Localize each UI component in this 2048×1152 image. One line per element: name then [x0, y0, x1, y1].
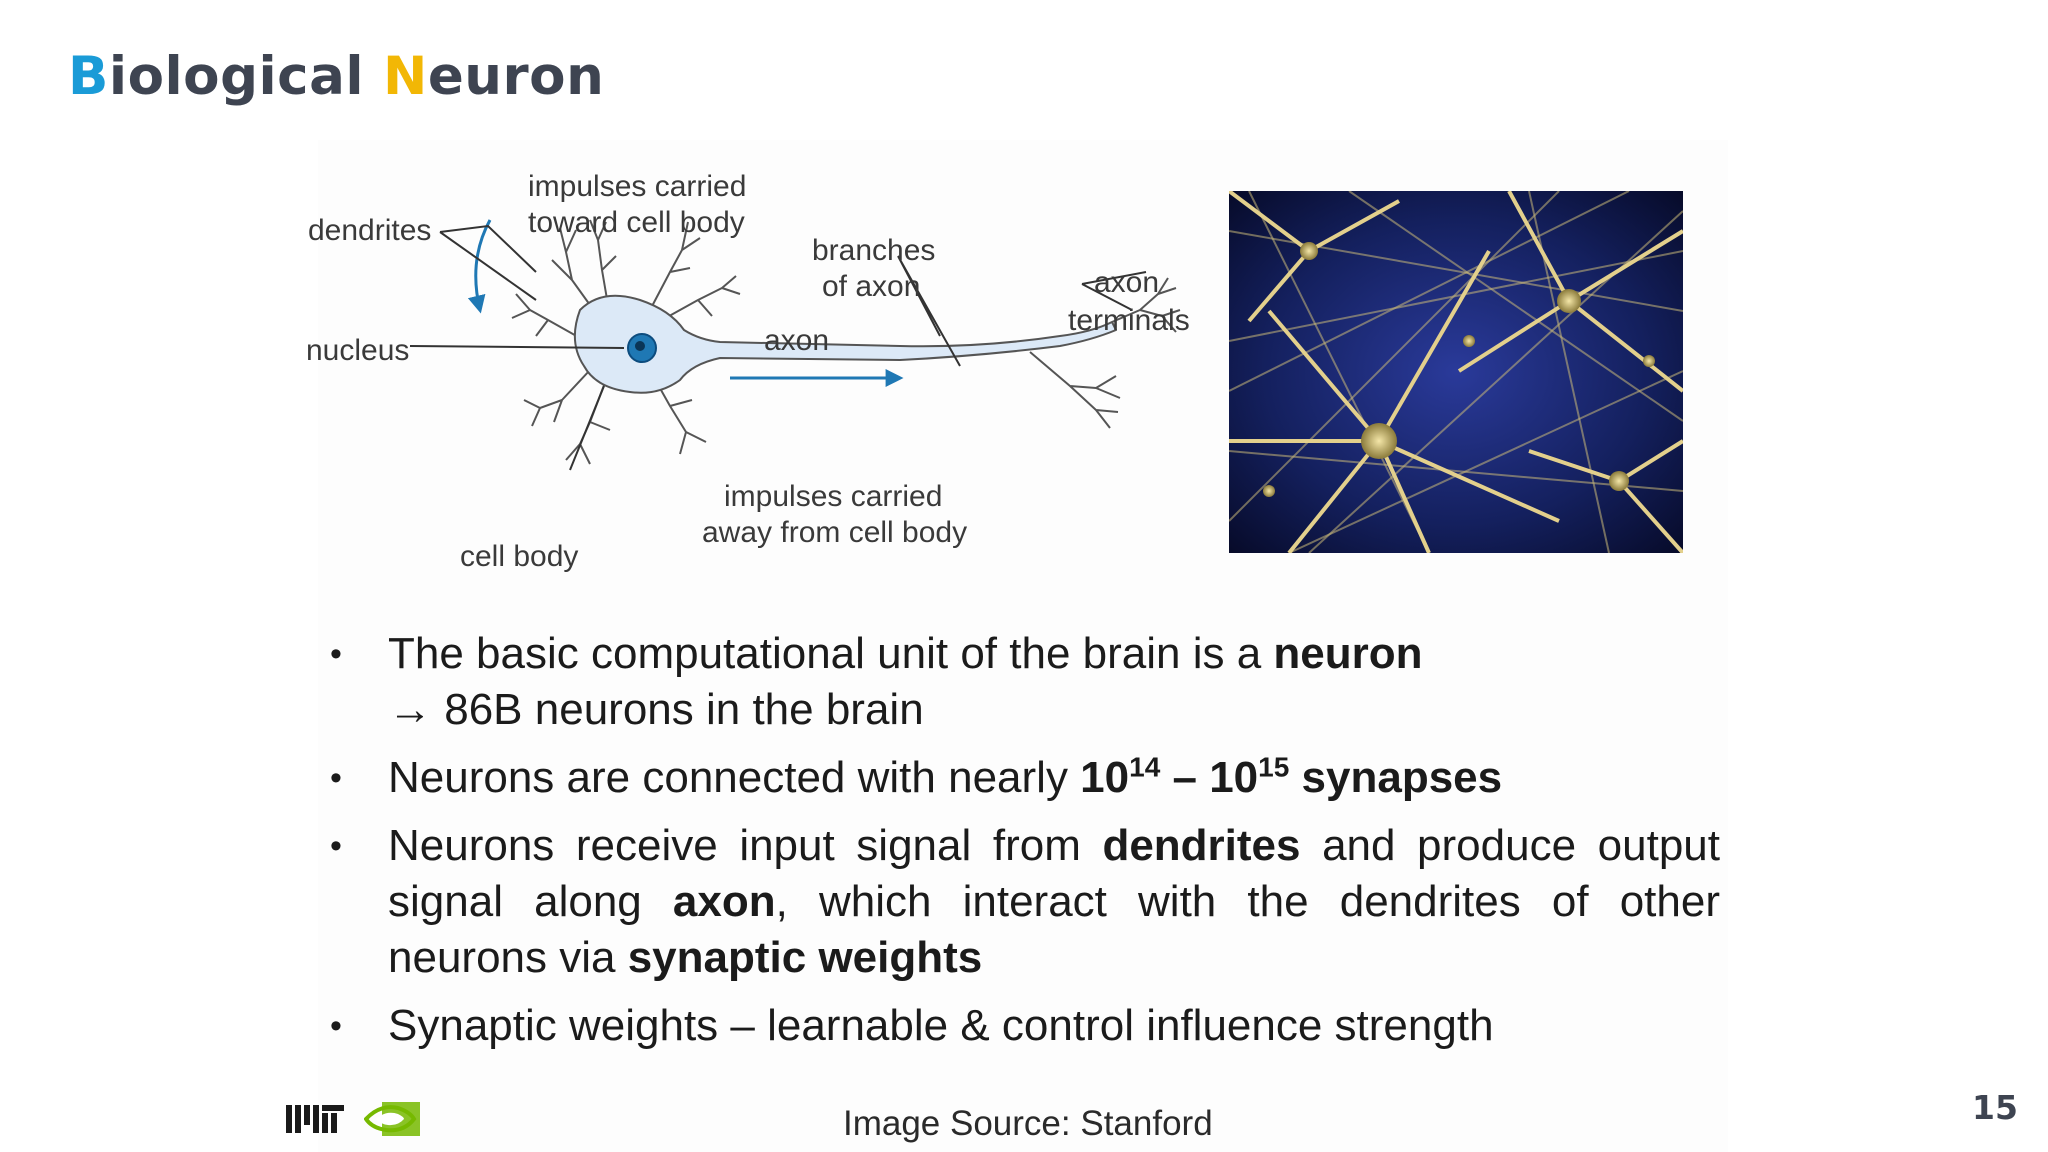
label-impulses-away-2: away from cell body	[702, 516, 967, 549]
page-number: 15	[1972, 1088, 2018, 1127]
bullet-marker: •	[330, 759, 342, 797]
title-accent-n: N	[382, 46, 428, 107]
arrow-right-icon: →	[388, 685, 432, 734]
label-nucleus: nucleus	[306, 334, 409, 367]
label-axon: axon	[764, 324, 829, 357]
label-impulses-toward-1: impulses carried	[528, 170, 746, 203]
label-axon-terminals-1: axon	[1094, 266, 1159, 299]
page-title: Biological Neuron	[68, 46, 605, 107]
bullet-1-text: The basic computational unit of the brai…	[388, 629, 1274, 678]
bullet-1-line2: 86B neurons in the brain	[444, 685, 924, 734]
label-cell-body: cell body	[460, 540, 578, 573]
neuron-network-photo	[1229, 191, 1683, 553]
bullet-4-text: Synaptic weights – learnable & control i…	[388, 1001, 1494, 1050]
bullet-2-exponents: 1014 – 1015 synapses	[1080, 751, 1503, 802]
bullet-list: • The basic computational unit of the br…	[330, 626, 1720, 1066]
label-branches-1: branches	[812, 234, 935, 267]
bullet-3-bold-1: dendrites	[1102, 821, 1301, 870]
bullet-item-3: • Neurons receive input signal from dend…	[330, 818, 1720, 986]
title-accent-b: B	[68, 46, 109, 107]
bullet-marker: •	[330, 827, 342, 865]
neuron-network-image	[1229, 191, 1683, 553]
label-impulses-toward-2: toward cell body	[528, 206, 745, 239]
label-axon-terminals-2: terminals	[1068, 304, 1190, 337]
image-source-caption: Image Source: Stanford	[843, 1104, 1213, 1143]
bullet-2-text: Neurons are connected with nearly	[388, 753, 1081, 802]
bullet-marker: •	[330, 1007, 342, 1045]
title-part-2: euron	[427, 46, 605, 107]
title-part-1: iological	[108, 46, 383, 107]
bullet-3-part-3: , which interact with the dendrites of o…	[388, 877, 1720, 982]
nvidia-logo	[364, 1102, 420, 1136]
bullet-3-bold-2: axon	[672, 877, 776, 926]
bullet-item-2: • Neurons are connected with nearly 1014…	[330, 750, 1720, 806]
bullet-1-bold: neuron	[1273, 629, 1423, 678]
bullet-item-4: • Synaptic weights – learnable & control…	[330, 998, 1720, 1054]
label-impulses-away-1: impulses carried	[724, 480, 942, 513]
label-branches-2: of axon	[822, 270, 920, 303]
bullet-item-1: • The basic computational unit of the br…	[330, 626, 1720, 738]
label-dendrites: dendrites	[308, 214, 431, 247]
bullet-marker: •	[330, 635, 342, 673]
bullet-3-bold-3: synaptic weights	[627, 933, 983, 982]
bullet-3-part-1: Neurons receive input signal from	[388, 821, 1103, 870]
neuron-diagram: impulses carried toward cell body dendri…	[306, 170, 1190, 573]
arrow-toward-cell-body	[467, 219, 492, 314]
mit-logo	[286, 1105, 344, 1133]
bullet-3-part-2: and produce output signal along	[388, 821, 1720, 926]
